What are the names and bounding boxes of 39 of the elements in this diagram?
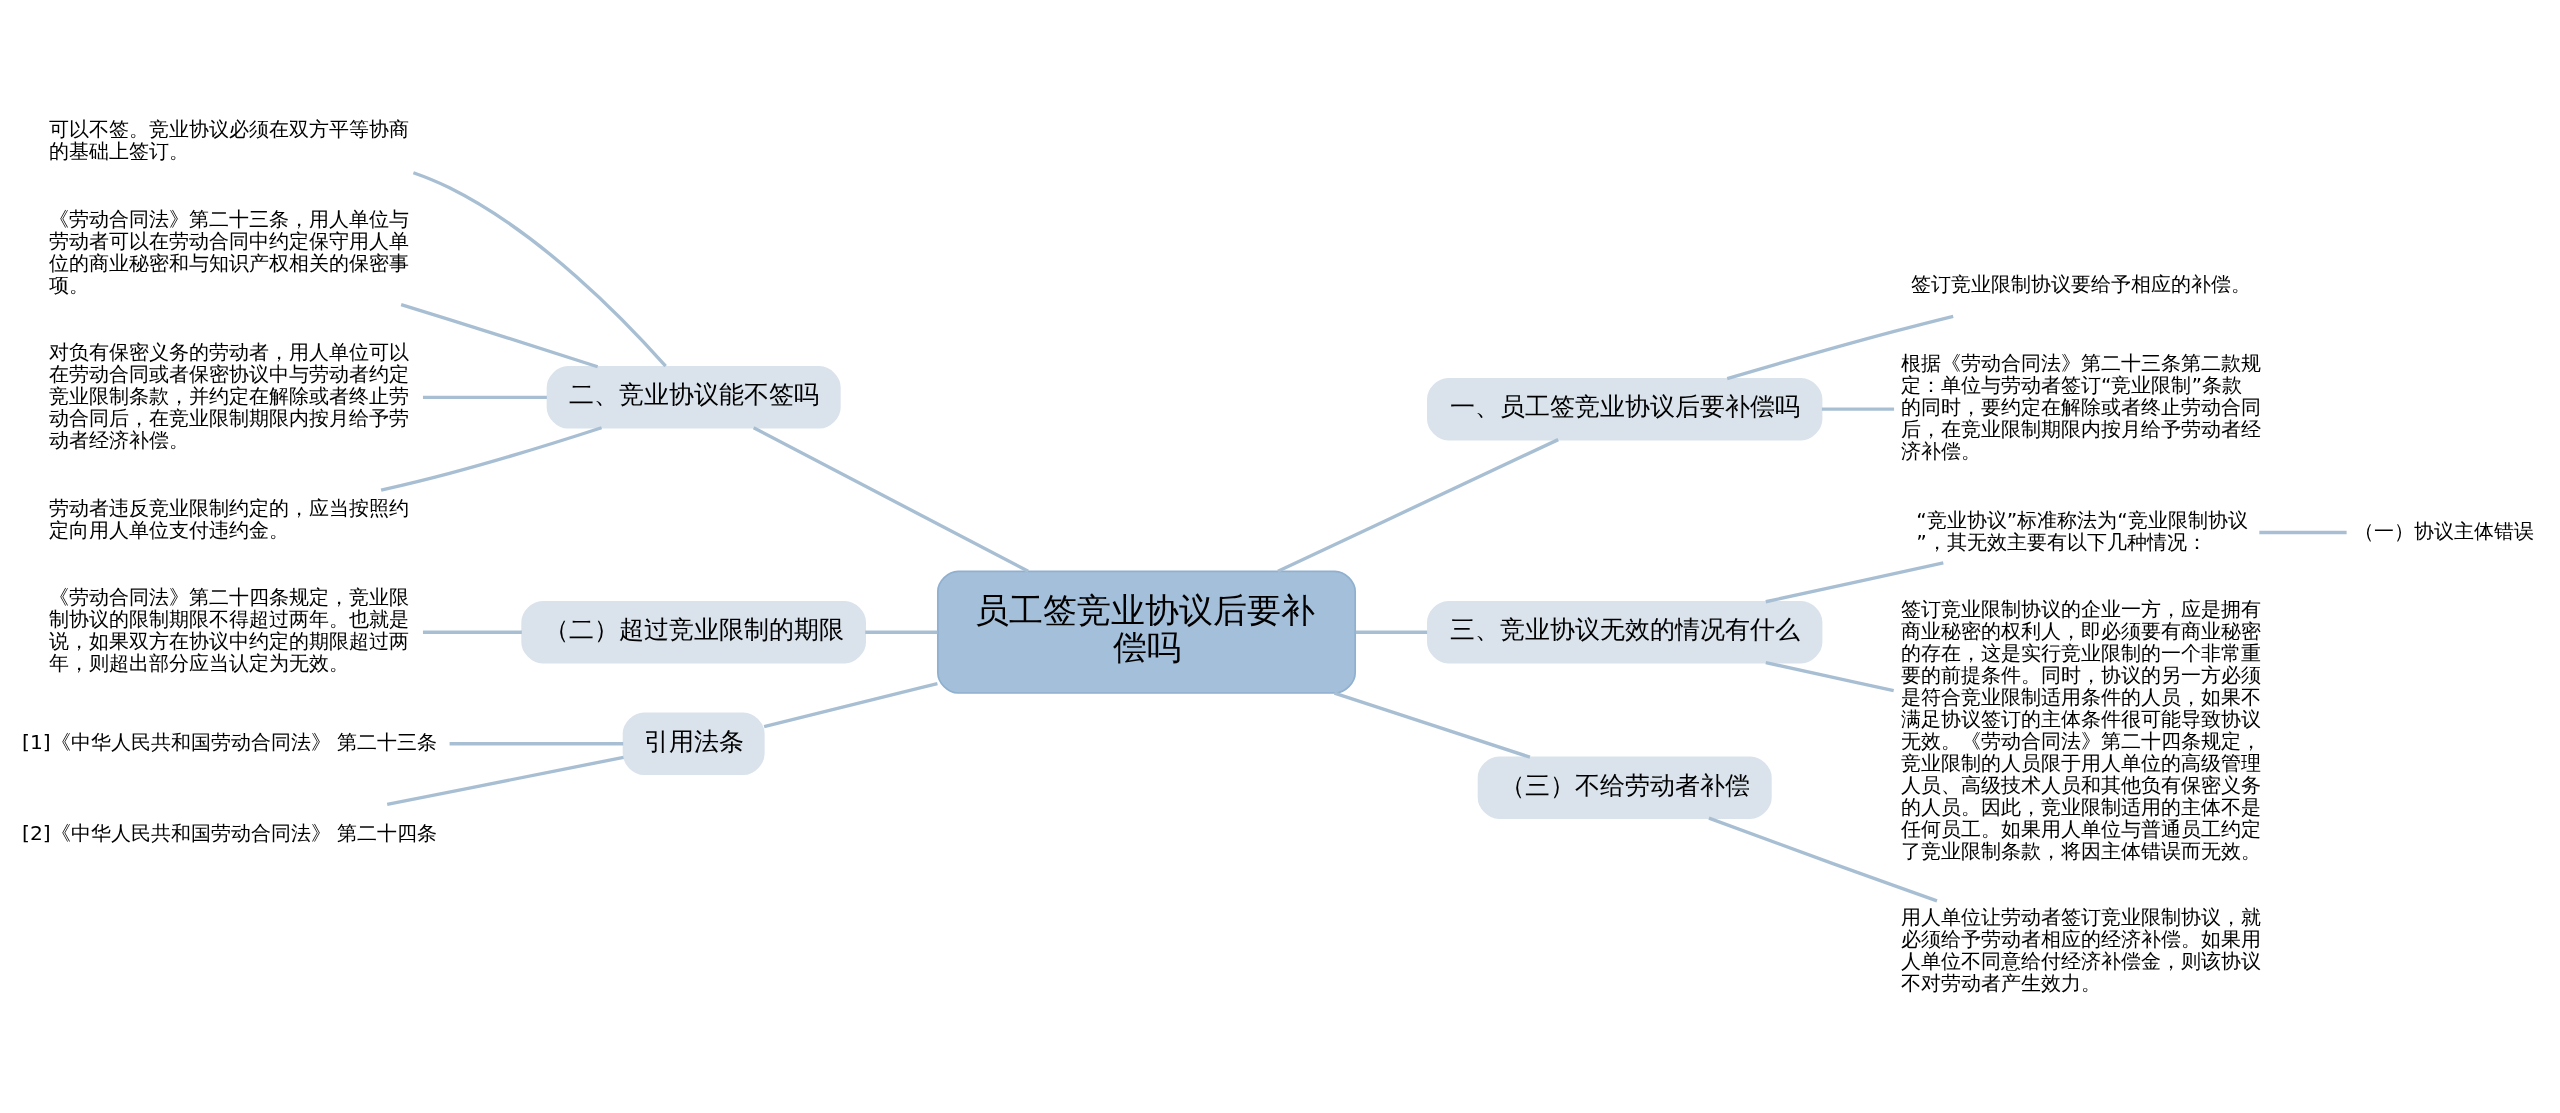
node-text: 可以不签。竞业协议必须在双方平等协商的基础上签订。 bbox=[49, 116, 410, 163]
connector bbox=[386, 755, 624, 806]
connector bbox=[1726, 314, 1954, 380]
node-text: 签订竞业限制协议的企业一方，应是拥有商业秘密的权利人，即必须要有商业秘密的存在，这是实行竞业限制的一个非常重要的前提条件。同时，协议的另一方必须是符合竞业限制适用条件的人员，如果不满足协议签订的主体条件很可能导致协议无效。《劳动合同法》第二十四条规定，竞业限制的人员限于用人单位的高级管理人员、高级技术人员和其他负有保密义务的人员。因此，竞业限制适用的主体不是任何员工。如果用人单位与普通员工约定了竞业限制条款，将因主体错误而无效。 bbox=[1900, 596, 2261, 863]
node-box: 三、竞业协议无效的情况有什么 bbox=[1427, 600, 1823, 663]
connector bbox=[380, 425, 603, 492]
node-box: （二）超过竞业限制的期限 bbox=[521, 600, 866, 663]
connector bbox=[449, 741, 624, 745]
node-box: 引用法条 bbox=[622, 711, 765, 775]
node-text: 对负有保密义务的劳动者，用人单位可以在劳动合同或者保密协议中与劳动者约定竞业限制条款，并约定在解除或者终止劳动合同后，在竞业限制期限内按月给予劳动者经济补偿。 bbox=[49, 339, 410, 451]
connector bbox=[1821, 406, 1895, 411]
node-text: 《劳动合同法》第二十三条，用人单位与劳动者可以在劳动合同中约定保守用人单位的商业秘密和与知识产权相关的保密事项。 bbox=[49, 206, 410, 297]
node-box: 一、员工签竞业协议后要补偿吗 bbox=[1427, 377, 1823, 440]
node-text: 用人单位让劳动者签订竞业限制协议，就必须给予劳动者相应的经济补偿。如果用人单位不同意给付经济补偿金，则该协议不对劳动者产生效力。 bbox=[1900, 904, 2261, 995]
connector bbox=[865, 630, 938, 634]
connector bbox=[422, 630, 522, 634]
connector bbox=[1765, 560, 1944, 603]
connector bbox=[763, 681, 938, 728]
node-text: [2]《中华人民共和国劳动合同法》 第二十四条 bbox=[22, 820, 438, 845]
node-text: 签订竞业限制协议要给予相应的补偿。 bbox=[1911, 271, 2252, 296]
node-box: 二、竞业协议能不签吗 bbox=[546, 365, 841, 429]
connector bbox=[412, 170, 667, 367]
node-text: [1]《中华人民共和国劳动合同法》 第二十三条 bbox=[22, 729, 438, 754]
connector bbox=[400, 302, 599, 368]
node-text: 《劳动合同法》第二十四条规定，竞业限制协议的限制期限不得超过两年。也就是说，如果双方在协议中约定的期限超过两年，则超出部分应当认定为无效。 bbox=[49, 584, 410, 675]
connector bbox=[422, 395, 547, 399]
connector bbox=[752, 425, 1029, 573]
connector bbox=[2259, 530, 2347, 534]
node-box: （三）不给劳动者补偿 bbox=[1477, 755, 1772, 819]
node-text: （一）协议主体错误 bbox=[2353, 518, 2534, 543]
connector bbox=[1277, 437, 1559, 573]
connector bbox=[1708, 816, 1938, 902]
node-text: “竞业协议”标准称法为“竞业限制协议”，其无效主要有以下几种情况： bbox=[1916, 507, 2248, 554]
connector bbox=[1355, 630, 1428, 634]
node-text: 根据《劳动合同法》第二十三条第二款规定：单位与劳动者签订“竞业限制”条款的同时，要约定在解除或者终止劳动合同后，在竞业限制期限内按月给予劳动者经济补偿。 bbox=[1900, 350, 2261, 463]
node-box: 员工签竞业协议后要补偿吗 bbox=[937, 570, 1357, 694]
node-text: 劳动者违反竞业限制约定的，应当按照约定向用人单位支付违约金。 bbox=[49, 495, 410, 542]
connector bbox=[1765, 660, 1895, 692]
connector bbox=[1333, 691, 1531, 759]
